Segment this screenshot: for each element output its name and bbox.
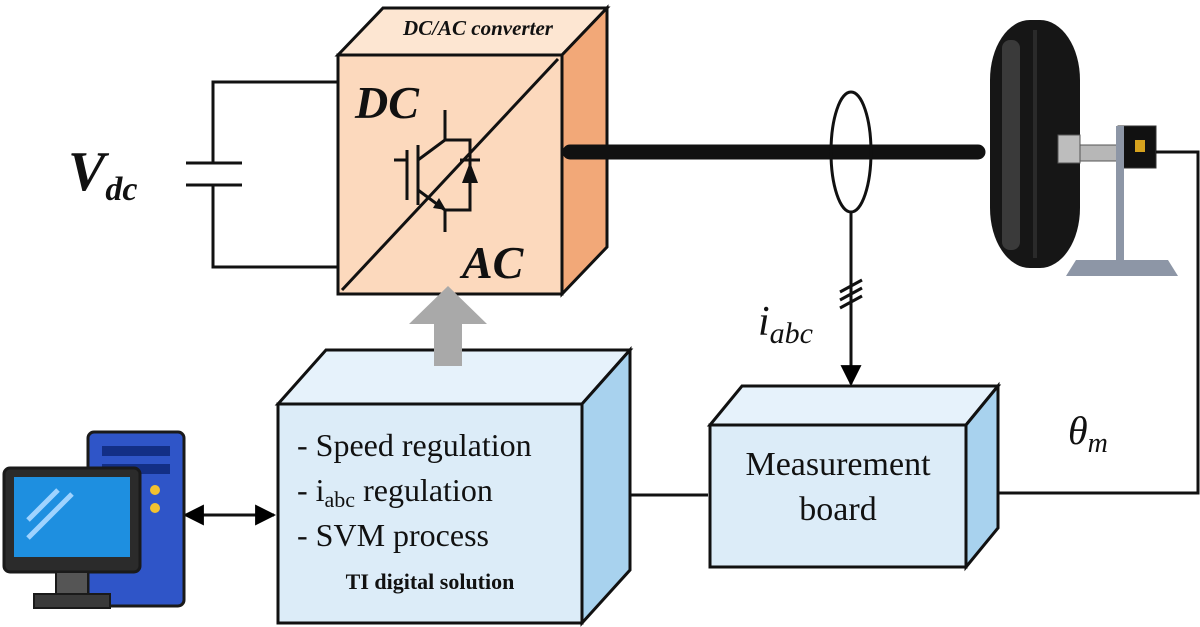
source-wire-top: [211, 80, 338, 163]
controller-footer: TI digital solution: [346, 569, 515, 594]
measurement-label-line1: Measurement: [745, 446, 931, 483]
diode-triangle: [462, 162, 478, 183]
converter-ac-label: AC: [459, 237, 525, 288]
theta-m-label: θm: [1068, 408, 1108, 459]
converter-dc-label: DC: [354, 77, 420, 128]
controller-line-speed: - Speed regulation: [297, 427, 532, 463]
dc-ac-converter: DC/AC converter DC AC: [334, 4, 611, 298]
pc-monitor-base: [33, 593, 111, 609]
wheel-icon: [990, 20, 1081, 268]
iabc-label: iabc: [758, 299, 813, 350]
position-feedback-line: [957, 150, 1200, 504]
controller-line-current: - iabc regulation: [297, 472, 493, 512]
measurement-label-line2: board: [799, 491, 876, 528]
converter-diagonal: [340, 57, 560, 292]
source-wire-bottom: [211, 185, 338, 269]
control-signal-arrow: [409, 286, 487, 366]
three-phase-tick-marks: [839, 278, 863, 310]
pc-monitor-stand: [55, 571, 89, 595]
dc-source-circuit: [186, 80, 338, 269]
vdc-label: Vdc: [68, 141, 137, 208]
encoder-icon: [1066, 125, 1178, 276]
converter-title: DC/AC converter: [402, 16, 554, 40]
igbt-emitter-arrow: [433, 198, 446, 210]
controller-box: - Speed regulation - iabc regulation - S…: [274, 346, 634, 627]
measurement-board: Measurement board: [706, 381, 1002, 572]
computer-icon: [2, 430, 186, 609]
controller-line-svm: - SVM process: [297, 517, 489, 553]
